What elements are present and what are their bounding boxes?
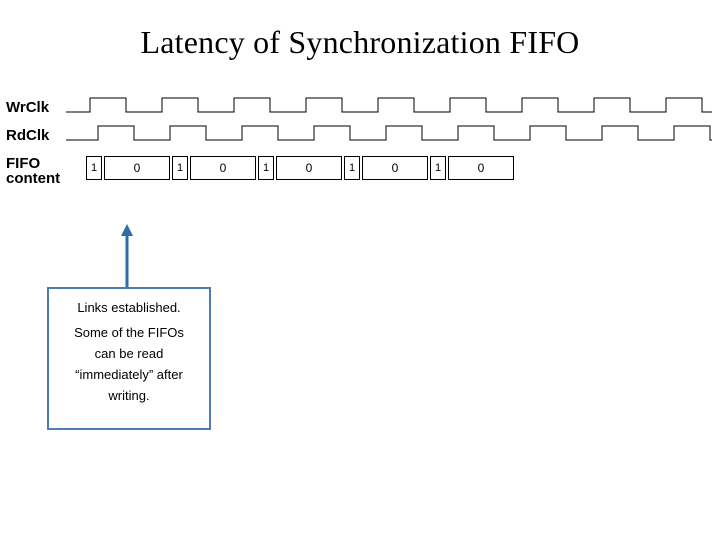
fifo-cell: 1: [86, 156, 102, 180]
callout-heading: Links established.: [77, 300, 181, 315]
callout-body-text: Some of the FIFOs can be read “immediate…: [74, 325, 184, 403]
page-title: Latency of Synchronization FIFO: [140, 24, 580, 60]
wrclk-trace: [66, 97, 712, 113]
signal-label-fifo-content: FIFO content: [6, 155, 61, 187]
clock-waveform-traces: [66, 97, 712, 141]
callout-textbox: Links established. Some of the FIFOs can…: [47, 287, 211, 430]
callout-arrow-icon: [121, 224, 133, 290]
fifo-cell: 1: [344, 156, 360, 180]
signal-label-rdclk: RdClk: [6, 127, 50, 144]
signal-label-wrclk: WrClk: [6, 99, 50, 116]
fifo-cell: 1: [430, 156, 446, 180]
fifo-cell: 0: [276, 156, 342, 180]
fifo-cell: 1: [172, 156, 188, 180]
fifo-cell: 1: [258, 156, 274, 180]
fifo-cell: 0: [448, 156, 514, 180]
fifo-cell: 0: [104, 156, 170, 180]
fifo-cell: 0: [362, 156, 428, 180]
fifo-cell: 0: [190, 156, 256, 180]
rdclk-trace: [66, 125, 712, 141]
